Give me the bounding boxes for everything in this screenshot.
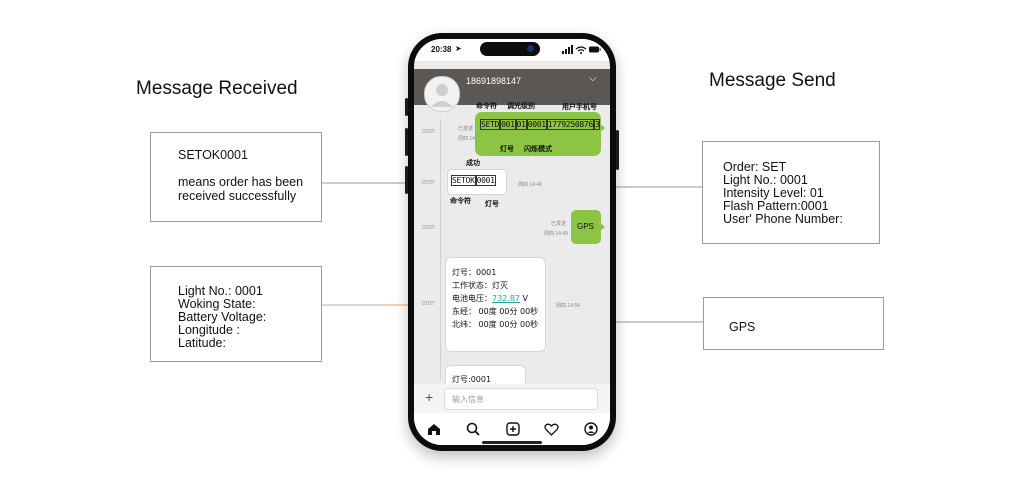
order-line4: Flash Pattern:0001	[723, 199, 829, 213]
profile-icon[interactable]	[584, 422, 598, 436]
annot-phone: 用户手机号	[562, 103, 597, 111]
sent-date: 07/27	[422, 129, 435, 135]
heart-icon[interactable]	[544, 423, 559, 436]
add-square-icon[interactable]	[506, 422, 520, 436]
gps-time: 周四 14:49	[544, 231, 568, 237]
status-line2: Woking State:	[178, 297, 256, 311]
seg-cmd: SETD	[480, 119, 501, 130]
annot-level: 调光级别	[507, 102, 535, 110]
seg-level: 01	[515, 119, 527, 130]
phone-mute-button	[405, 98, 408, 116]
status-time: 20:38	[431, 45, 452, 54]
setok-line2: received successfully	[178, 189, 297, 203]
setok-explanation-box: SETOK0001 means order has been received …	[150, 132, 322, 222]
annot-recv-cmd: 命令符	[450, 197, 471, 205]
location-arrow-icon: ➤	[455, 44, 462, 53]
recv-seg-setok: SETOK	[451, 175, 476, 186]
recv-time: 周四 14:49	[518, 182, 542, 188]
message-input[interactable]: 输入信息	[444, 388, 598, 410]
card-voltage-label: 电池电压：	[452, 294, 492, 303]
gps-message-bubble[interactable]	[571, 210, 601, 244]
home-indicator	[482, 441, 542, 444]
contact-number: 18691898147	[466, 76, 522, 86]
input-row: + 输入信息	[414, 384, 610, 413]
annot-flash: 闪烁模式	[524, 145, 552, 153]
bubble-tail	[600, 124, 605, 132]
status-line3: Battery Voltage:	[178, 310, 267, 324]
status-line4: Longitude :	[178, 323, 240, 337]
annot-success: 成功	[466, 159, 480, 167]
sent-status: 已发送	[458, 126, 474, 132]
seg-end: 3	[593, 119, 601, 130]
phone-volume-down-button	[405, 166, 408, 194]
chat-header: 18691898147 ⌵	[414, 69, 610, 112]
gps-explanation-box: GPS	[703, 297, 884, 350]
contact-avatar[interactable]	[424, 76, 460, 112]
timeline-line	[440, 119, 441, 379]
signal-icon	[562, 51, 564, 54]
recv-seg-light: 0001	[475, 175, 496, 186]
wifi-icon	[575, 46, 587, 52]
search-icon[interactable]	[466, 422, 480, 436]
phone-screen: 20:38 ➤ 18691898147 ⌵ 命令符 调光级别 用户手机号	[414, 39, 610, 445]
camera-lens-icon	[527, 45, 534, 52]
setok-code: SETOK0001	[178, 148, 248, 162]
card-voltage: 电池电压：732.87 V	[452, 292, 528, 305]
bottom-navigation	[414, 413, 610, 445]
annot-light: 灯号	[500, 145, 514, 153]
partial-card-light: 灯号:0001	[452, 375, 492, 384]
gps-status: 已发送	[551, 221, 567, 227]
sent-message-bubble[interactable]	[475, 112, 601, 156]
status-line1: Light No.: 0001	[178, 284, 263, 298]
phone-volume-up-button	[405, 128, 408, 156]
person-icon	[431, 84, 453, 107]
card-light: 灯号：0001	[452, 268, 497, 277]
card-longitude: 东经： 00度 00分 00秒	[452, 307, 539, 316]
battery-icon	[589, 46, 599, 53]
status-icons	[562, 45, 601, 54]
gps-date: 07/27	[422, 225, 435, 231]
seg-flash: 0001	[526, 119, 547, 130]
card-latitude: 北纬： 00度 00分 00秒	[452, 320, 539, 329]
order-line3: Intensity Level: 01	[723, 186, 824, 200]
gps-bubble-tail	[600, 223, 605, 231]
card-time: 周四 14:54	[556, 303, 580, 309]
message-input-placeholder: 输入信息	[452, 395, 484, 404]
annot-recv-light: 灯号	[485, 200, 499, 208]
seg-light: 001	[500, 119, 516, 130]
seg-phone: 1779250876	[546, 119, 594, 130]
plus-icon[interactable]: +	[425, 389, 434, 405]
gps-box-label: GPS	[729, 320, 756, 334]
sent-time: 周四 14:48	[458, 136, 482, 142]
message-send-title: Message Send	[709, 70, 836, 91]
order-line5: User' Phone Number:	[723, 212, 843, 226]
card-voltage-value[interactable]: 732.87	[492, 294, 520, 303]
setok-line1: means order has been	[178, 175, 304, 189]
annot-cmd: 命令符	[476, 102, 497, 110]
order-line1: Order: SET	[723, 160, 787, 174]
card-date: 07/27	[422, 301, 435, 307]
card-state: 工作状态：灯灭	[452, 281, 508, 290]
status-bar: 20:38 ➤	[414, 39, 610, 61]
home-icon[interactable]	[427, 423, 441, 436]
recv-date: 07/27	[422, 180, 435, 186]
status-report-card[interactable]: 灯号：0001 工作状态：灯灭 电池电压：732.87 V 东经： 00度 00…	[445, 257, 546, 352]
chevron-down-icon[interactable]: ⌵	[589, 73, 597, 84]
status-line5: Latitude:	[178, 336, 226, 350]
phone-power-button	[616, 130, 619, 170]
camera-notch	[480, 42, 540, 56]
order-line2: Light No.: 0001	[723, 173, 808, 187]
status-explanation-box: Light No.: 0001 Woking State: Battery Vo…	[150, 266, 322, 362]
order-explanation-box: Order: SET Light No.: 0001 Intensity Lev…	[702, 141, 880, 244]
message-received-title: Message Received	[136, 78, 298, 99]
received-setok-bubble[interactable]	[447, 169, 507, 195]
card-voltage-unit: V	[522, 294, 529, 303]
gps-message-text: GPS	[577, 222, 594, 231]
